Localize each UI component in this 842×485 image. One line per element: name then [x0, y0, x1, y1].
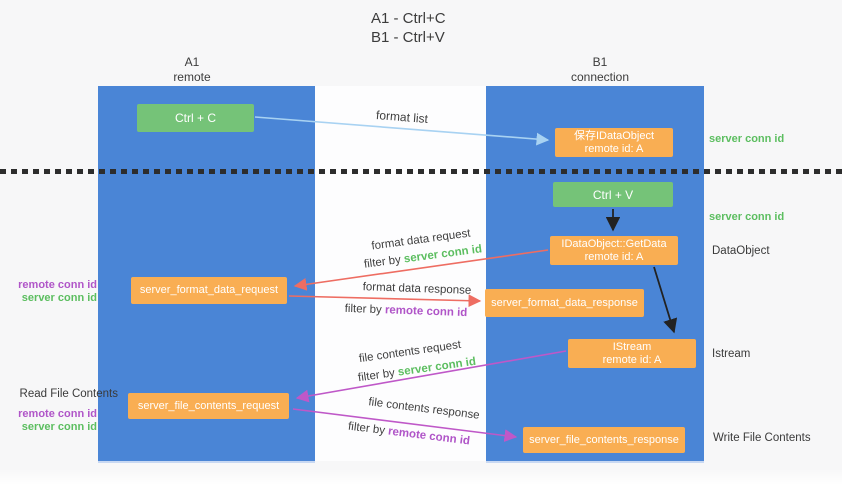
lifeline-a1-subtitle: remote [173, 70, 211, 84]
title-line-1: A1 - Ctrl+C [371, 10, 446, 27]
node-getdata-line2: remote id: A [584, 250, 644, 263]
label-format-remote-conn-id: remote conn id [18, 279, 97, 291]
node-server-format-data-request: server_format_data_request [131, 277, 287, 304]
label-file-server-conn-id: server conn id [21, 421, 97, 433]
title-line-2: B1 - Ctrl+V [371, 29, 445, 46]
node-format-response-label: server_format_data_response [491, 296, 638, 309]
label-istream: Istream [712, 348, 751, 360]
label-write-file-contents: Write File Contents [713, 432, 811, 444]
node-save-line1: 保存IDataObject [573, 129, 655, 142]
node-server-format-data-response: server_format_data_response [485, 289, 644, 317]
label-file-remote-conn-id: remote conn id [18, 408, 97, 420]
node-file-response-label: server_file_contents_response [529, 433, 679, 446]
node-save-line2: remote id: A [584, 142, 644, 155]
node-server-file-contents-response: server_file_contents_response [523, 427, 685, 453]
node-ctrl-v-label: Ctrl + V [592, 187, 634, 202]
lifeline-header-a1: A1 remote [132, 55, 252, 85]
lifeline-b1-subtitle: connection [570, 70, 630, 84]
node-istream: IStream remote id: A [568, 339, 696, 368]
node-format-request-label: server_format_data_request [139, 284, 279, 296]
diagram-title: A1 - Ctrl+C B1 - Ctrl+V [371, 9, 446, 47]
node-server-file-contents-request: server_file_contents_request [128, 393, 289, 419]
node-save-idataobject: 保存IDataObject remote id: A [555, 128, 673, 157]
node-idataobject-getdata: IDataObject::GetData remote id: A [550, 236, 678, 265]
lifeline-header-b1: B1 connection [540, 55, 660, 85]
lifeline-a1-title: A1 [184, 55, 200, 69]
filter-by-text: filter by [344, 302, 386, 317]
dashed-separator [0, 169, 842, 174]
node-istream-line1: IStream [612, 340, 652, 353]
node-file-request-label: server_file_contents_request [137, 399, 280, 412]
label-format-server-conn-id: server conn id [21, 292, 97, 304]
label-read-file-contents: Read File Contents [19, 388, 118, 400]
node-ctrl-c-label: Ctrl + C [174, 111, 216, 125]
label-server-conn-id-top: server conn id [709, 133, 785, 145]
node-getdata-line1: IDataObject::GetData [561, 237, 667, 250]
node-istream-line2: remote id: A [602, 353, 662, 366]
label-server-conn-id-mid: server conn id [709, 211, 785, 223]
label-dataobject: DataObject [712, 245, 770, 257]
node-ctrl-c: Ctrl + C [137, 104, 254, 132]
node-ctrl-v: Ctrl + V [553, 182, 673, 207]
lifeline-b1-title: B1 [592, 55, 608, 69]
